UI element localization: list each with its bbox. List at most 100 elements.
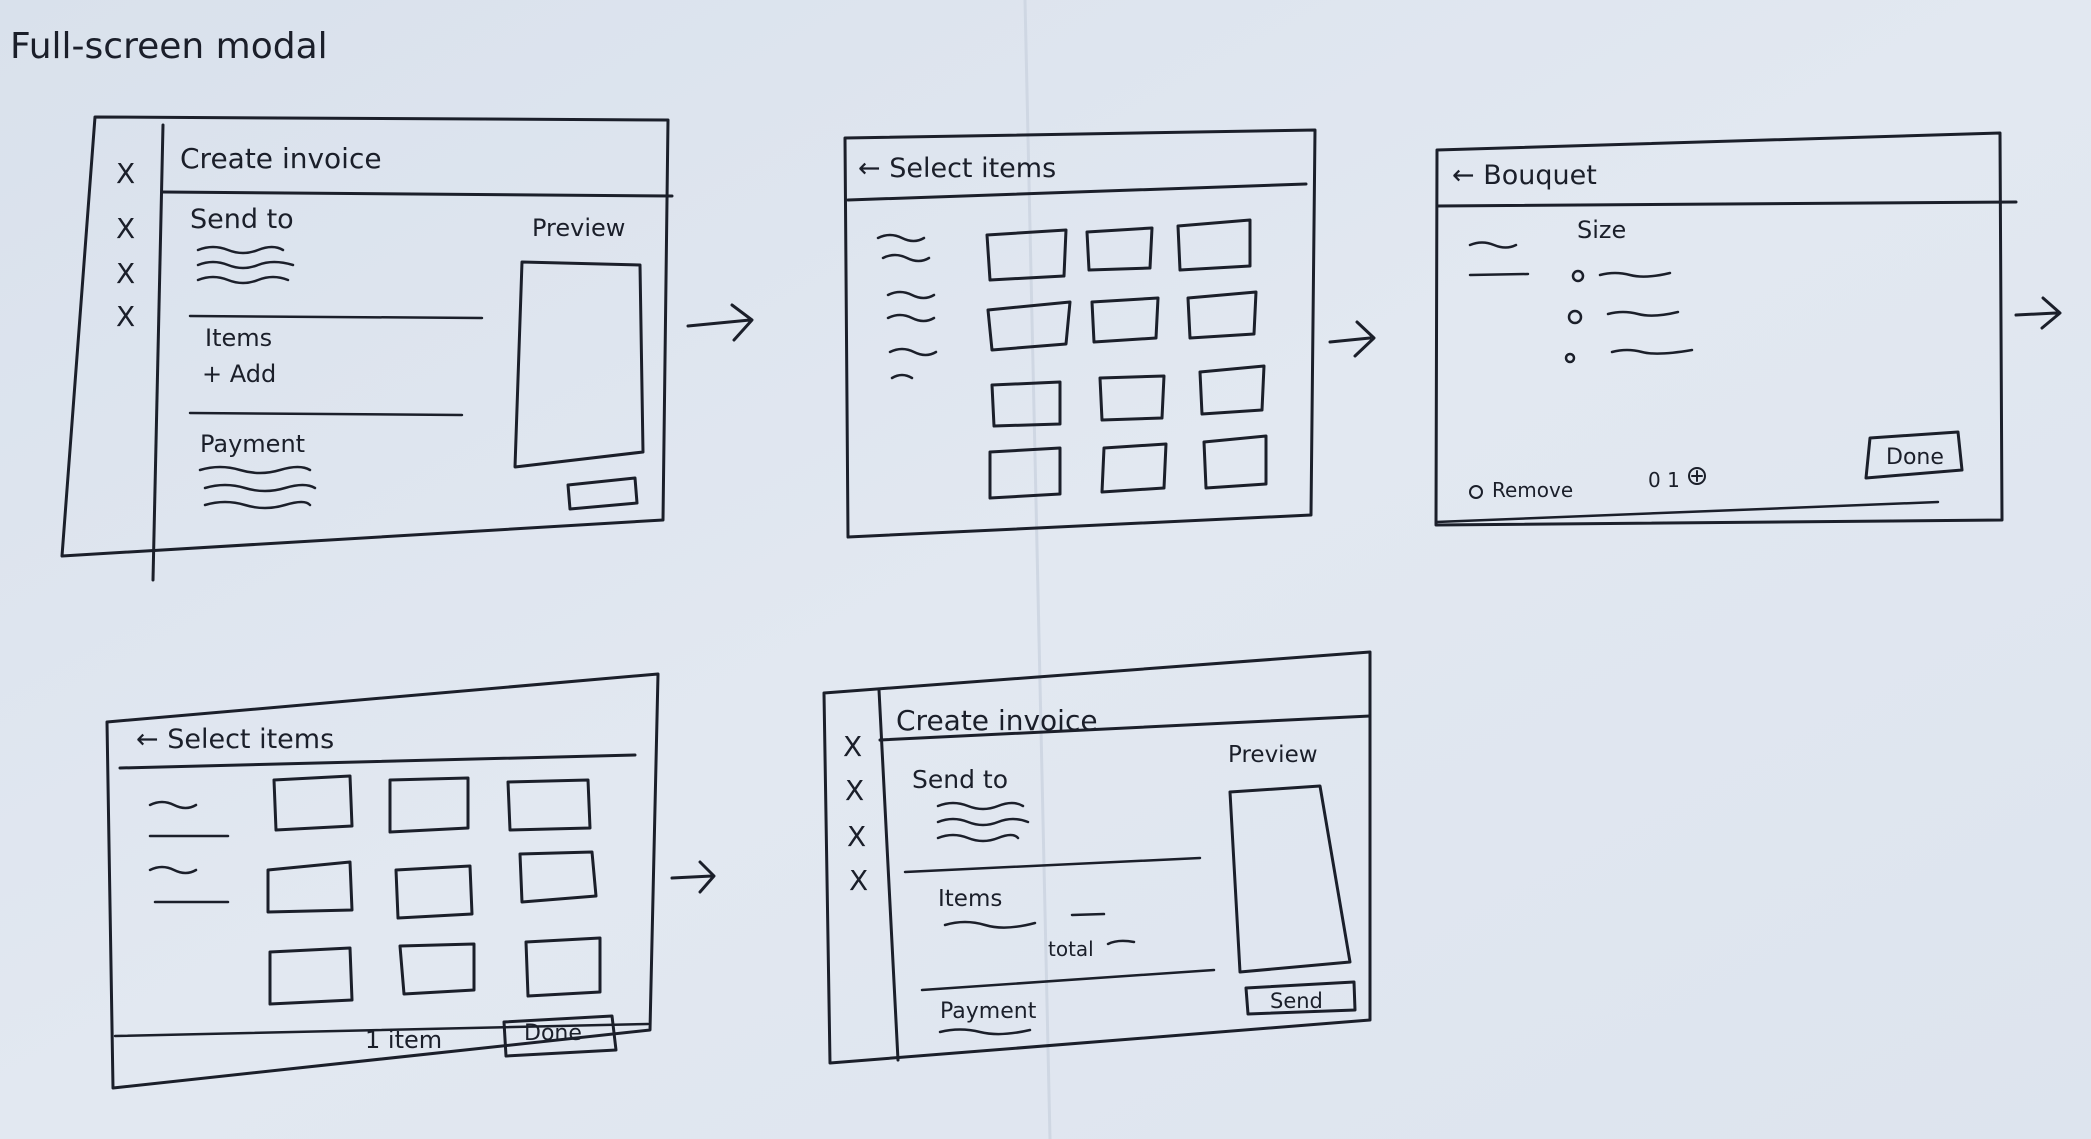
filter-list-item[interactable]: [890, 373, 914, 380]
paper-fold: [1023, 0, 1052, 1139]
total-value: [1106, 939, 1136, 946]
item-tile[interactable]: [990, 380, 1062, 428]
items-label: Items: [205, 324, 272, 352]
close-icon[interactable]: X: [843, 730, 862, 763]
option-label-line: [1598, 271, 1672, 278]
item-tile[interactable]: [1098, 374, 1166, 422]
flow-arrow: [670, 860, 716, 894]
radio-option[interactable]: [1567, 309, 1583, 325]
item-tile[interactable]: [518, 850, 598, 904]
item-tile[interactable]: [985, 228, 1068, 282]
done-button[interactable]: [502, 1014, 618, 1058]
line-item-price: [1070, 912, 1106, 917]
side-rail-divider: [151, 123, 165, 582]
scribble-line: [938, 1028, 1032, 1036]
option-label-line: [1610, 348, 1694, 355]
add-item-link[interactable]: + Add: [202, 360, 276, 388]
done-button-label: Done: [524, 1021, 582, 1046]
section-divider: [188, 411, 464, 417]
section-divider: [188, 314, 484, 320]
selection-count: 1 item: [365, 1026, 442, 1054]
item-tile[interactable]: [524, 936, 602, 998]
done-button-label: Done: [1886, 445, 1944, 470]
item-tile[interactable]: [1100, 442, 1168, 494]
preview-pane: [1228, 784, 1352, 974]
remove-link[interactable]: Remove: [1492, 478, 1573, 502]
filter-list-item[interactable]: [886, 313, 936, 323]
modal-title: ← Select items: [136, 724, 334, 755]
item-tile[interactable]: [988, 446, 1062, 500]
item-tile[interactable]: [266, 860, 354, 914]
send-to-label: Send to: [190, 204, 294, 235]
page-title: Full-screen modal: [10, 26, 328, 67]
scribble-line: [936, 817, 1030, 827]
plus-icon[interactable]: [1688, 467, 1706, 485]
preview-label: Preview: [532, 214, 625, 242]
scribble-line: [1468, 272, 1530, 277]
filter-list-item[interactable]: [148, 800, 198, 810]
screen-create-invoice: Create invoice X X X X Send to Items + A…: [60, 115, 674, 582]
header-divider: [878, 714, 1372, 742]
items-label: Items: [938, 886, 1002, 912]
section-divider: [903, 856, 1202, 874]
modal-frame: [843, 128, 1317, 539]
scribble-line: [196, 260, 295, 270]
plus-icon-glyph: [1691, 470, 1703, 482]
side-rail-divider: [877, 688, 900, 1062]
close-icon[interactable]: X: [847, 820, 866, 853]
scribble-line: [936, 833, 1020, 843]
option-label-line: [1606, 310, 1680, 317]
item-tile[interactable]: [388, 776, 470, 834]
size-label: Size: [1577, 216, 1626, 244]
filter-list-item[interactable]: [876, 233, 926, 243]
scribble-line: [198, 465, 312, 475]
modal-title: ← Select items: [858, 153, 1056, 184]
modal-frame: [60, 115, 670, 558]
send-to-label: Send to: [912, 765, 1008, 794]
item-tile[interactable]: [1090, 296, 1160, 344]
quantity-stepper[interactable]: 0 1: [1648, 468, 1680, 492]
item-tile[interactable]: [1202, 434, 1268, 490]
close-icon[interactable]: X: [845, 774, 864, 807]
primary-button[interactable]: [566, 476, 639, 511]
section-divider: [920, 968, 1216, 992]
filter-list-item[interactable]: [148, 865, 198, 875]
scribble-line: [1468, 241, 1518, 249]
item-tile-selected[interactable]: [272, 774, 354, 832]
scribble-line: [196, 275, 290, 285]
item-tile[interactable]: [1186, 290, 1258, 340]
filter-list-item[interactable]: [888, 347, 938, 357]
scribble-line: [936, 801, 1025, 811]
modal-frame: [105, 672, 660, 1090]
scribble-line: [196, 245, 285, 255]
scribble-line: [203, 500, 312, 510]
item-tile[interactable]: [268, 946, 354, 1006]
radio-option[interactable]: [1564, 352, 1576, 364]
close-icon[interactable]: X: [849, 864, 868, 897]
flow-arrow: [686, 303, 754, 342]
close-icon[interactable]: X: [116, 300, 135, 333]
item-tile[interactable]: [398, 942, 476, 996]
filter-list-item[interactable]: [881, 253, 931, 263]
send-button-label: Send: [1270, 989, 1323, 1013]
item-tile[interactable]: [986, 300, 1072, 352]
screen-bouquet: ← Bouquet Size Remove 0 1 Done: [1434, 131, 2018, 527]
item-tile[interactable]: [1198, 364, 1266, 416]
close-icon[interactable]: X: [116, 257, 135, 290]
close-icon[interactable]: X: [116, 157, 135, 190]
line-item: [943, 920, 1037, 929]
done-button[interactable]: [1864, 430, 1964, 480]
screen-select-items: ← Select items: [843, 128, 1317, 539]
radio-option[interactable]: [1571, 269, 1585, 283]
item-tile[interactable]: [506, 778, 592, 832]
item-tile[interactable]: [1085, 226, 1154, 272]
payment-label: Payment: [200, 430, 305, 458]
filter-list-item[interactable]: [886, 290, 936, 300]
remove-icon[interactable]: [1469, 485, 1483, 499]
send-button[interactable]: [1244, 980, 1357, 1016]
item-tile[interactable]: [394, 864, 474, 920]
modal-title: ← Bouquet: [1452, 160, 1597, 191]
close-icon[interactable]: X: [116, 212, 135, 245]
item-tile[interactable]: [1176, 218, 1252, 272]
